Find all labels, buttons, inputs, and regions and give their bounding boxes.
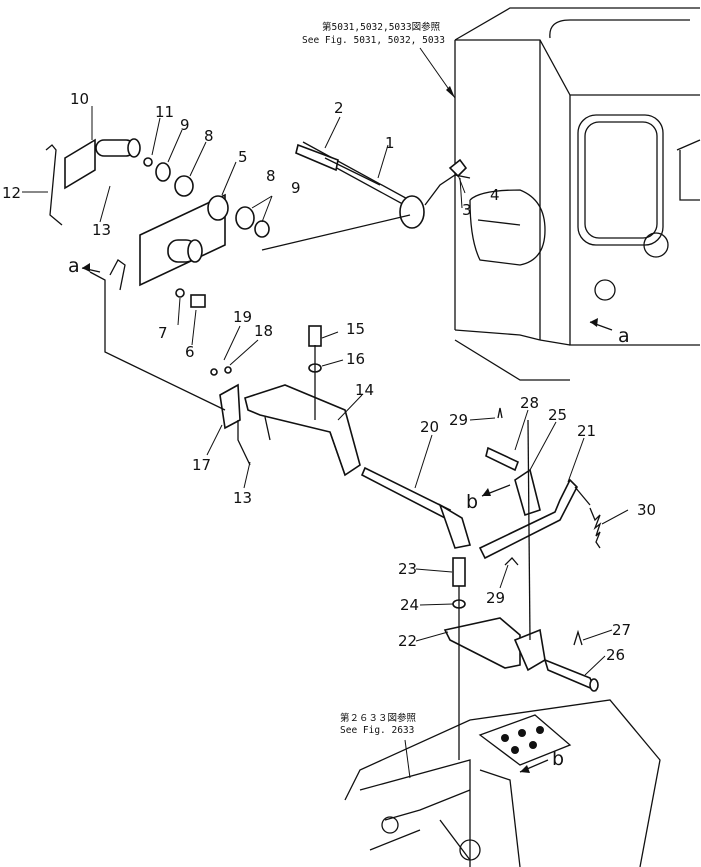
callout-3: 3 <box>462 201 472 219</box>
callout-5: 5 <box>238 148 248 166</box>
callout-14: 14 <box>355 381 374 399</box>
callout-10: 10 <box>70 90 89 108</box>
ref-top-jp: 第5031,5032,5033図参照 <box>322 21 441 33</box>
callout-11: 11 <box>155 103 174 121</box>
callout-30: 30 <box>637 501 656 519</box>
callout-8: 8 <box>204 127 214 145</box>
plate-22 <box>443 419 599 760</box>
callout-16: 16 <box>346 350 365 368</box>
callout-19: 19 <box>233 308 252 326</box>
ref-bottom-jp: 第２６３３図参照 <box>340 712 417 724</box>
callout-6: 6 <box>185 343 195 361</box>
callout-9b: 9 <box>291 179 301 197</box>
ref-bottom-en: See Fig. 2633 <box>340 725 414 736</box>
lower-housing <box>344 699 661 867</box>
callout-13b: 13 <box>233 489 252 507</box>
callout-15: 15 <box>346 320 365 338</box>
callout-18: 18 <box>254 322 273 340</box>
lever-plate-group <box>45 138 270 308</box>
callout-26: 26 <box>606 646 625 664</box>
callout-4: 4 <box>490 186 500 204</box>
callout-29b: 29 <box>486 589 505 607</box>
marker-b-bottom: b <box>552 748 564 770</box>
callout-13: 13 <box>92 221 111 239</box>
bracket-14 <box>89 271 361 477</box>
callout-7: 7 <box>158 324 168 342</box>
callout-24: 24 <box>400 596 419 614</box>
rod-and-levers <box>360 407 602 566</box>
callout-20: 20 <box>420 418 439 436</box>
callout-17: 17 <box>192 456 211 474</box>
callout-28: 28 <box>520 394 539 412</box>
callout-12: 12 <box>2 184 21 202</box>
leader-lines <box>22 47 629 779</box>
callout-1: 1 <box>385 134 395 152</box>
callout-2: 2 <box>334 99 344 117</box>
callout-9: 9 <box>180 116 190 134</box>
callout-29: 29 <box>449 411 468 429</box>
callout-8b: 8 <box>266 167 276 185</box>
lever-shaft <box>261 141 471 251</box>
callout-27: 27 <box>612 621 631 639</box>
marker-arrows <box>81 263 613 773</box>
callout-21: 21 <box>577 422 596 440</box>
marker-a-left: a <box>68 255 80 277</box>
callout-22: 22 <box>398 632 417 650</box>
callout-25: 25 <box>548 406 567 424</box>
engine-housing <box>454 7 701 381</box>
marker-b-mid: b <box>466 491 478 513</box>
callout-23: 23 <box>398 560 417 578</box>
ref-top-en: See Fig. 5031, 5032, 5033 <box>302 35 445 46</box>
marker-a-right: a <box>618 325 630 347</box>
